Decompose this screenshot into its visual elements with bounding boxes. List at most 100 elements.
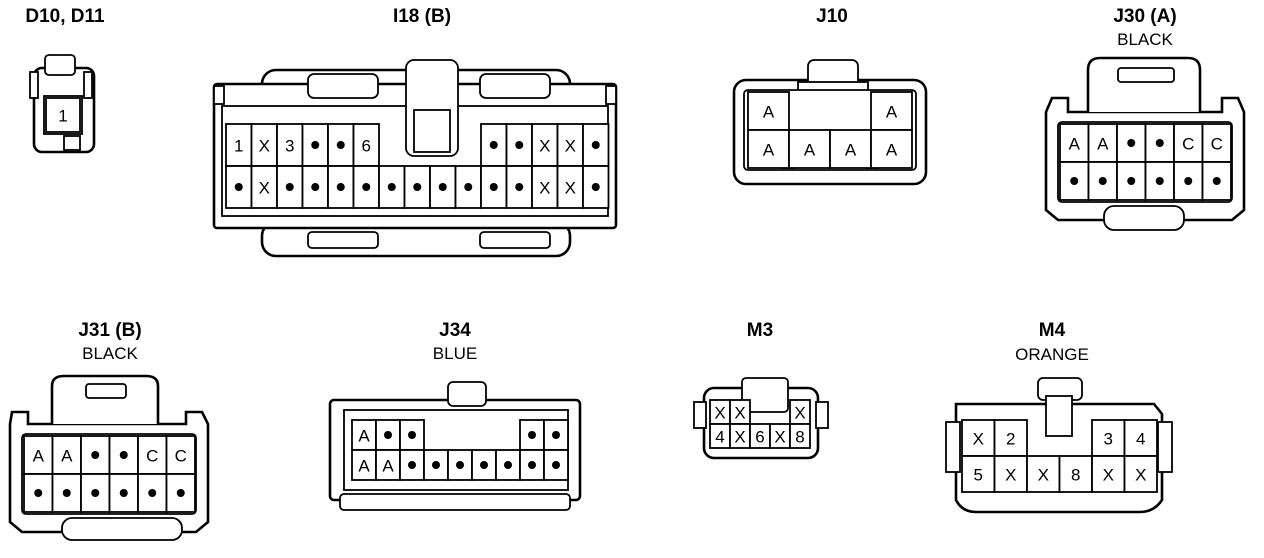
pin-dot	[515, 141, 524, 149]
pin-label: A	[845, 141, 857, 160]
pin-dot	[504, 461, 512, 469]
pin-dot	[62, 489, 71, 497]
pin-cell	[1144, 161, 1175, 201]
pin-dot	[489, 141, 498, 149]
pin-cell	[1091, 455, 1126, 493]
pin-cell	[531, 165, 559, 209]
pin-label: X	[1038, 466, 1049, 485]
pin-label: A	[33, 447, 45, 466]
pin-cell	[351, 449, 377, 481]
pin-label: A	[763, 141, 775, 160]
pin-dot	[432, 461, 440, 469]
pin-cell	[375, 449, 401, 481]
pin-label: 4	[1136, 430, 1145, 449]
pin-dot	[1155, 139, 1164, 147]
pin-label: X	[774, 428, 785, 447]
pin-cell	[747, 129, 790, 169]
pin-dot	[1184, 177, 1193, 185]
pin-dot	[438, 183, 447, 191]
pin-label: X	[539, 179, 550, 198]
label-m4: M4	[1038, 320, 1066, 341]
pin-dot	[91, 489, 100, 497]
pin-dot	[1070, 177, 1079, 185]
pin-label: X	[734, 404, 745, 423]
pin-cell	[301, 123, 329, 167]
pin-cell	[1059, 123, 1090, 163]
pin-label: 6	[755, 428, 764, 447]
pin-cell	[531, 123, 559, 167]
pin-dot	[528, 461, 536, 469]
label-j31: J31 (B)	[78, 320, 142, 341]
pin-dot	[119, 451, 128, 459]
pin-cell	[250, 165, 278, 209]
color-j34: BLUE	[432, 344, 478, 363]
pin-label: C	[175, 447, 187, 466]
pin-label: 1	[234, 137, 243, 156]
pin-dot	[489, 183, 498, 191]
pin-label: X	[539, 137, 550, 156]
pin-label: X	[1005, 466, 1016, 485]
pin-dot	[1127, 177, 1136, 185]
pin-dot	[176, 489, 185, 497]
label-j30: J30 (A)	[1113, 6, 1177, 27]
pin-label: X	[794, 404, 805, 423]
pin-label: A	[886, 141, 898, 160]
pin-dot	[234, 183, 243, 191]
pin-label: C	[1182, 135, 1194, 154]
pin-dot	[384, 431, 392, 439]
pin-label: 3	[1104, 430, 1113, 449]
color-j30: BLACK	[1117, 30, 1173, 49]
label-j10: J10	[816, 6, 848, 27]
pin-dot	[456, 461, 464, 469]
pin-cell	[250, 123, 278, 167]
pin-label: 2	[1006, 430, 1015, 449]
pin-cell	[45, 97, 81, 133]
pin-cell	[582, 165, 610, 209]
pin-label: 1	[58, 107, 67, 126]
pin-cell	[961, 455, 996, 493]
color-j31: BLACK	[82, 344, 138, 363]
pin-label: A	[763, 103, 775, 122]
pin-dot	[552, 431, 560, 439]
connector-d10-d11: 1	[29, 54, 96, 154]
pin-label: 3	[285, 137, 294, 156]
pin-dot	[591, 183, 600, 191]
pin-dot	[311, 183, 320, 191]
pin-cell	[352, 123, 380, 167]
label-m3: M3	[746, 320, 774, 341]
label-i18: I18 (B)	[392, 6, 452, 27]
pin-label: A	[886, 103, 898, 122]
pin-label: C	[146, 447, 158, 466]
pin-label: X	[565, 179, 576, 198]
pin-dot	[387, 183, 396, 191]
label-j34: J34	[439, 320, 471, 341]
pin-dot	[285, 183, 294, 191]
pin-label: X	[259, 137, 270, 156]
label-d10-d11: D10, D11	[25, 6, 105, 27]
pin-cell	[870, 129, 913, 169]
pin-dot	[1127, 139, 1136, 147]
pin-cell	[165, 435, 196, 475]
pin-label: X	[734, 428, 745, 447]
pin-label: A	[1097, 135, 1109, 154]
pin-dot	[362, 183, 371, 191]
pin-dot	[311, 141, 320, 149]
pin-dot	[1155, 177, 1164, 185]
color-m4: ORANGE	[1015, 345, 1089, 364]
pin-label: A	[61, 447, 73, 466]
pin-label: A	[1069, 135, 1081, 154]
pin-cell	[556, 165, 584, 209]
pin-cell	[1201, 123, 1232, 163]
pin-dot	[591, 141, 600, 149]
pin-label: A	[358, 457, 370, 476]
pin-label: X	[565, 137, 576, 156]
pin-dot	[408, 431, 416, 439]
pin-label: A	[804, 141, 816, 160]
pin-label: X	[1135, 466, 1146, 485]
pin-dot	[148, 489, 157, 497]
pin-dot	[464, 183, 473, 191]
